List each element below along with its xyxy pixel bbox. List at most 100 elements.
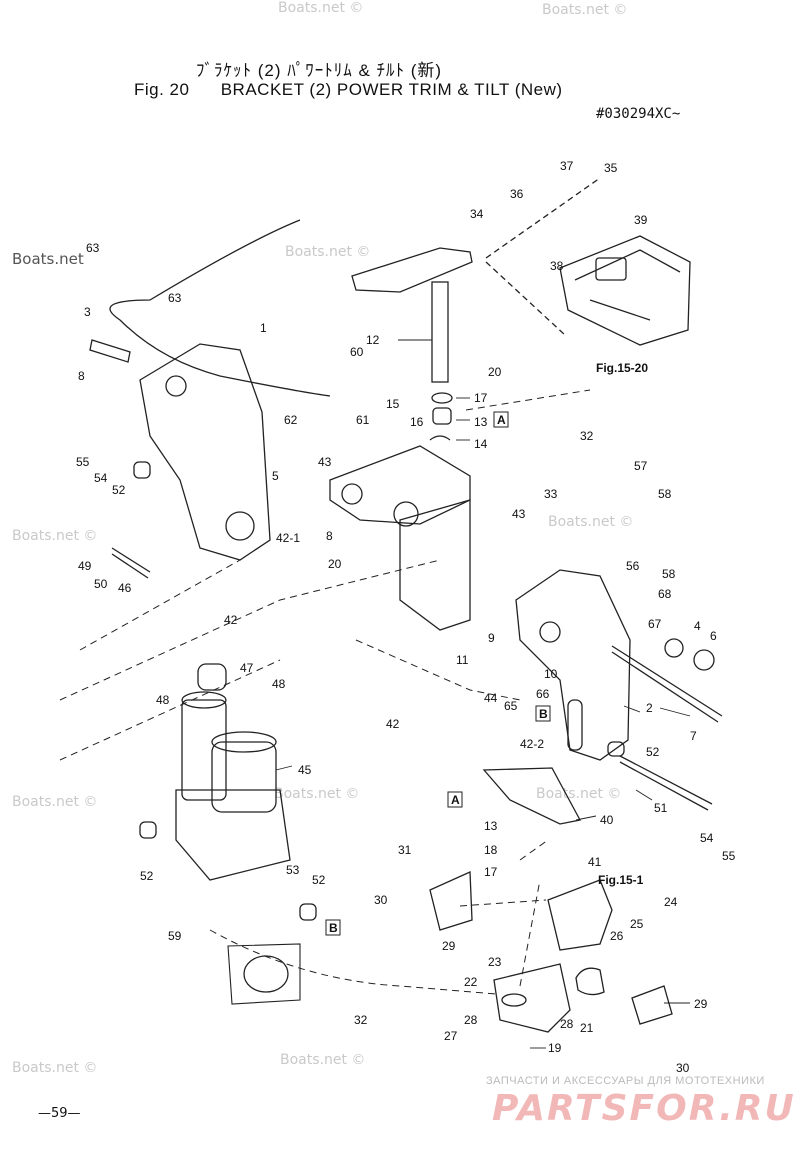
dashed-leader — [59, 559, 441, 701]
ptt-motor — [211, 741, 277, 813]
ptt-motor-top — [211, 731, 277, 753]
dashed-leader — [59, 559, 281, 761]
part-label: 6 — [710, 629, 717, 643]
lower-bush — [501, 993, 527, 1007]
swivel-hole-left — [341, 483, 363, 505]
part-label: 52 — [312, 873, 326, 887]
part-label: 41 — [588, 855, 602, 869]
part-labels: 12 1 2 3 4 5 6 7 8 9 10 11 13 13 14 15 1… — [76, 159, 736, 1075]
partsfor-logo: PARTSFOR.RU — [492, 1088, 796, 1129]
part-label: 61 — [356, 413, 370, 427]
nut-4 — [664, 638, 684, 658]
part-label: 33 — [544, 487, 558, 501]
part-label: 4 — [694, 619, 701, 633]
part-label: 48 — [272, 677, 286, 691]
part-label: 27 — [444, 1029, 458, 1043]
part-label: 52 — [646, 745, 660, 759]
part-label: 34 — [470, 207, 484, 221]
part-label: 32 — [580, 429, 594, 443]
steering-shaft — [431, 281, 449, 383]
part-label: 30 — [676, 1061, 690, 1075]
watermark: Boats.net © — [285, 244, 371, 260]
bracket-pivot — [225, 511, 255, 541]
anode-52d — [133, 461, 151, 479]
steering-arm — [351, 247, 473, 293]
reference-markers: A A B B Fig.15-20 Fig.15-1 — [325, 361, 648, 936]
ref-box-a: A — [451, 793, 460, 807]
swivel-hole-right — [393, 501, 419, 527]
dashed-leader — [209, 929, 497, 995]
watermark: Boats.net © — [274, 786, 360, 802]
ptt-cylinder — [181, 699, 227, 801]
watermark: Boats.net — [12, 250, 84, 268]
part-label: 56 — [626, 559, 640, 573]
part-label: 8 — [326, 529, 333, 543]
part-label: 1 — [260, 321, 267, 335]
part-label: 39 — [634, 213, 648, 227]
figure-number: Fig. 20 — [134, 80, 190, 99]
bush-21 — [575, 967, 605, 996]
part-label: 28 — [464, 1013, 478, 1027]
part-label: 30 — [374, 893, 388, 907]
inset-frame — [227, 943, 301, 1005]
part-label: 48 — [156, 693, 170, 707]
part-label: 11 — [456, 653, 469, 667]
part-label: 23 — [488, 955, 502, 969]
watermark: Boats.net © — [280, 1052, 366, 1068]
bolt-3 — [89, 339, 131, 363]
part-label: 67 — [648, 617, 662, 631]
part-label: 43 — [512, 507, 526, 521]
part-label: 54 — [700, 831, 714, 845]
watermark: Boats.net © — [12, 794, 98, 810]
ref-box-a: A — [497, 413, 506, 427]
page-number: —59— — [38, 1106, 81, 1121]
stern-bracket-left — [139, 343, 271, 561]
part-label: 65 — [504, 699, 518, 713]
bushing-13 — [432, 407, 452, 425]
dashed-leader — [355, 639, 521, 701]
clip-14 — [429, 435, 451, 441]
mount-plate-outline — [559, 235, 691, 346]
part-label: 55 — [722, 849, 736, 863]
part-label: 8 — [78, 369, 85, 383]
rod-46 — [111, 547, 151, 579]
part-label: 63 — [168, 291, 182, 305]
watermark: Boats.net © — [542, 2, 628, 18]
part-label: 42-1 — [276, 531, 300, 545]
footer-tagline: ЗАПЧАСТИ И АКСЕССУАРЫ ДЛЯ МОТОТЕХНИКИ — [486, 1075, 765, 1087]
part-label: 20 — [328, 557, 342, 571]
dashed-leader — [485, 177, 601, 336]
part-label: 44 — [484, 691, 498, 705]
part-label: 31 — [398, 843, 412, 857]
part-label: 68 — [658, 587, 672, 601]
bracket-right-hole — [539, 621, 561, 643]
part-label: 57 — [634, 459, 648, 473]
watermark: Boats.net © — [12, 528, 98, 544]
mount-block — [595, 257, 627, 281]
swivel-bracket-top — [329, 445, 471, 525]
part-label: 13 — [484, 819, 498, 833]
part-label: 21 — [580, 1021, 594, 1035]
ptt-cylinder-top — [181, 691, 227, 709]
part-label: 40 — [600, 813, 614, 827]
cap-6 — [693, 649, 715, 671]
part-label: 58 — [662, 567, 676, 581]
part-label: 26 — [610, 929, 624, 943]
part-label: 16 — [410, 415, 424, 429]
part-label: 37 — [560, 159, 574, 173]
part-label: 14 — [474, 437, 488, 451]
part-label: 24 — [664, 895, 678, 909]
tilt-tube-7 — [611, 645, 723, 723]
part-label: 47 — [240, 661, 254, 675]
part-label: 42-2 — [520, 737, 544, 751]
part-label: 32 — [354, 1013, 368, 1027]
anode-52b — [299, 903, 317, 921]
part-label: 18 — [484, 843, 498, 857]
part-label: 63 — [86, 241, 100, 255]
shaft-51 — [619, 755, 713, 811]
part-label: 38 — [550, 259, 564, 273]
anode-52c — [607, 741, 625, 757]
fig-ref-15-20: Fig.15-20 — [596, 361, 648, 375]
part-label: 52 — [112, 483, 126, 497]
fig-ref-15-1: Fig.15-1 — [598, 873, 644, 887]
